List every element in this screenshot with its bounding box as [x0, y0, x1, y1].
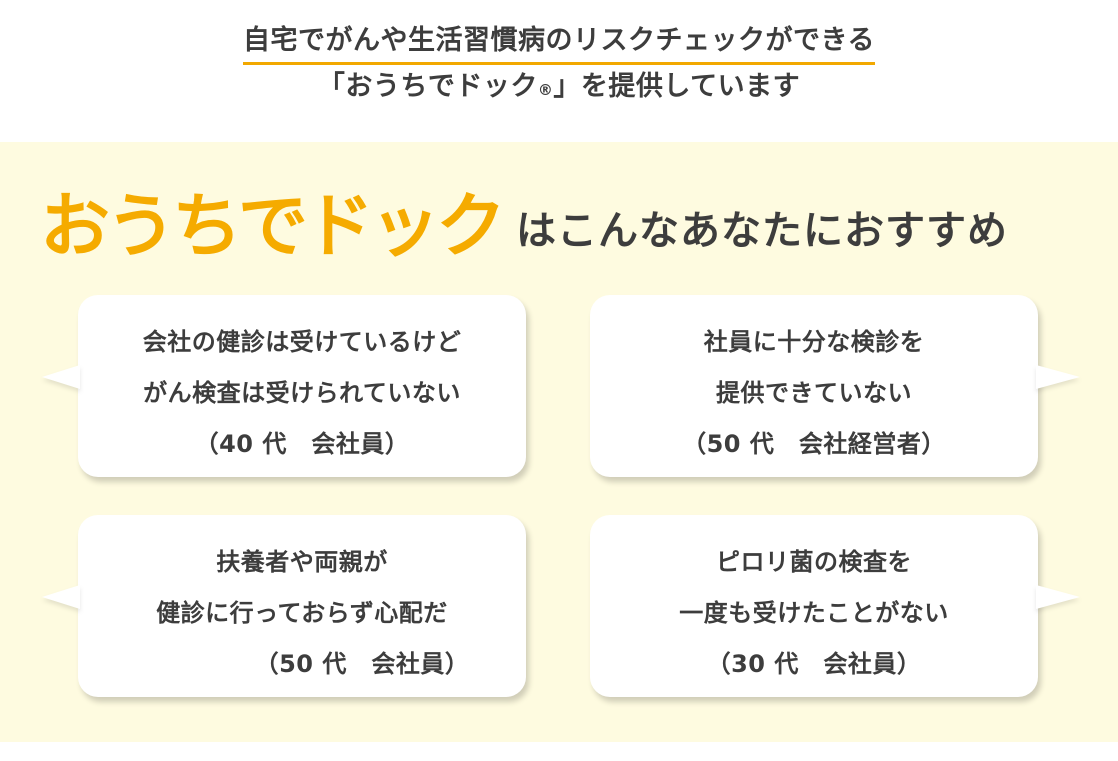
intro-line-1: 自宅でがんや生活習慣病のリスクチェックができる	[0, 18, 1118, 65]
speech-bubble-2: 社員に十分な検診を 提供できていない （50 代 会社経営者）	[590, 295, 1080, 477]
bubble-text-line: 会社の健診は受けているけど	[142, 328, 462, 356]
intro-line-2-suffix: 」を提供しています	[553, 71, 801, 102]
bubble-attribution: （50 代 会社員）	[254, 650, 470, 678]
speech-bubble-tail	[1036, 365, 1080, 389]
speech-bubble-4: ピロリ菌の検査を 一度も受けたことがない （30 代 会社員）	[590, 515, 1080, 697]
bubble-text-line: ピロリ菌の検査を	[716, 548, 912, 576]
intro-line-1-text: 自宅でがんや生活習慣病のリスクチェックができる	[243, 18, 875, 65]
speech-bubble-tail	[1036, 585, 1080, 609]
bubble-text-line: がん検査は受けられていない	[143, 379, 461, 407]
intro-banner: 自宅でがんや生活習慣病のリスクチェックができる 「おうちでドック®」を提供してい…	[0, 0, 1118, 142]
bubble-text-line: 社員に十分な検診を	[703, 328, 925, 356]
bubble-text-line: 扶養者や両親が	[216, 548, 388, 576]
brand-name: おうちでドック	[40, 185, 506, 267]
headline-rest: はこんなあなたにおすすめ	[516, 207, 1008, 254]
section-headline: おうちでドックはこんなあなたにおすすめ	[40, 170, 1100, 271]
speech-bubble-tail	[42, 365, 80, 389]
intro-line-2: 「おうちでドック®」を提供しています	[0, 64, 1118, 103]
intro-line-2-prefix: 「おうちでドック	[317, 71, 538, 102]
bubble-attribution: （30 代 会社員）	[706, 650, 922, 678]
bubble-text-line: 一度も受けたことがない	[679, 599, 949, 627]
bubble-attribution: （50 代 会社経営者）	[682, 430, 946, 458]
recommendation-section: おうちでドックはこんなあなたにおすすめ 会社の健診は受けているけど がん検査は受…	[0, 142, 1118, 742]
speech-bubble-1: 会社の健診は受けているけど がん検査は受けられていない （40 代 会社員）	[42, 295, 526, 477]
speech-bubble-3: 扶養者や両親が 健診に行っておらず心配だ （50 代 会社員）	[42, 515, 526, 697]
bubble-text-line: 健診に行っておらず心配だ	[156, 599, 448, 627]
registered-mark: ®	[537, 81, 554, 99]
speech-bubble-tail	[42, 585, 80, 609]
bubble-text-line: 提供できていない	[716, 379, 912, 407]
bubble-attribution: （40 代 会社員）	[194, 430, 410, 458]
